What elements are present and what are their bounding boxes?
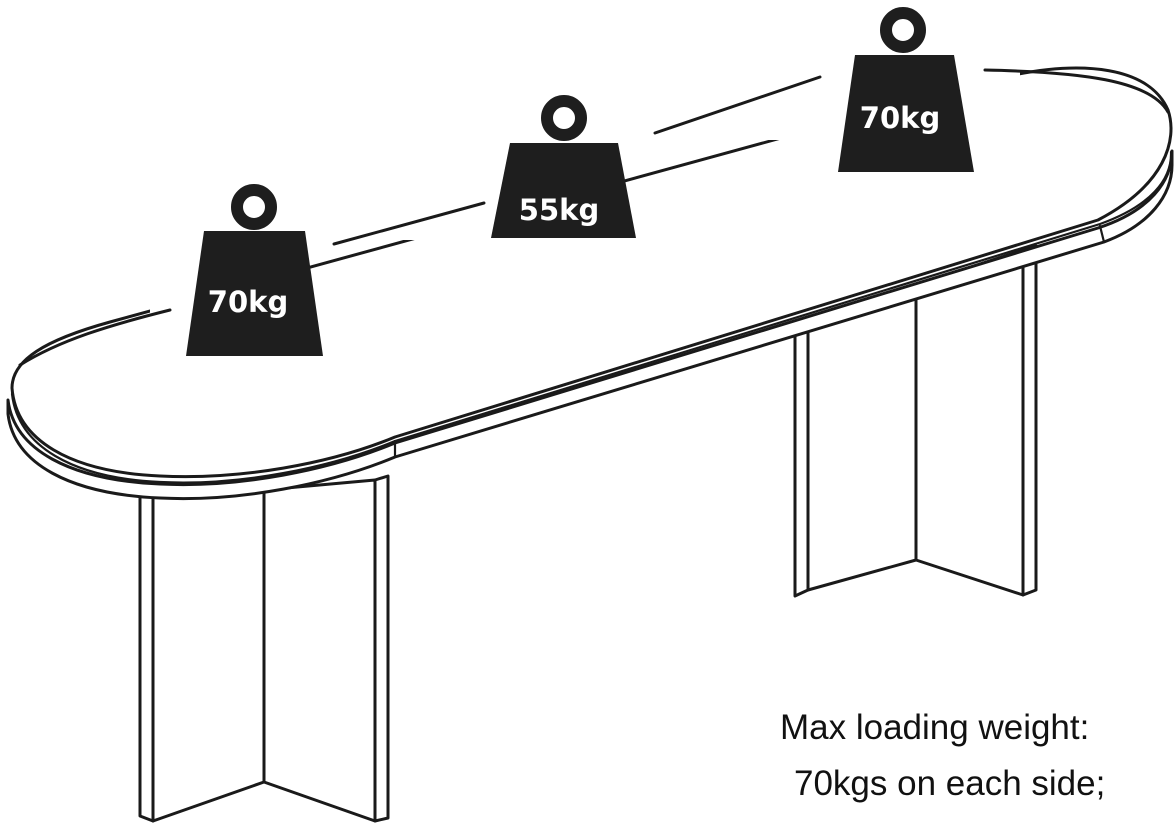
weight-3-label: 70kg [860,101,940,135]
weight-1: 70kg [186,184,323,356]
weight-3: 70kg [838,7,974,172]
weight-2-label: 55kg [519,193,599,227]
weight-2: 55kg [491,95,636,238]
left-leg [138,474,390,823]
weight-1-label: 70kg [208,285,288,319]
right-leg [793,244,1038,598]
caption-line-1: Max loading weight: [780,708,1090,747]
rim-segments [18,68,1170,367]
caption-line-2: 70kgs on each side; [794,764,1106,803]
